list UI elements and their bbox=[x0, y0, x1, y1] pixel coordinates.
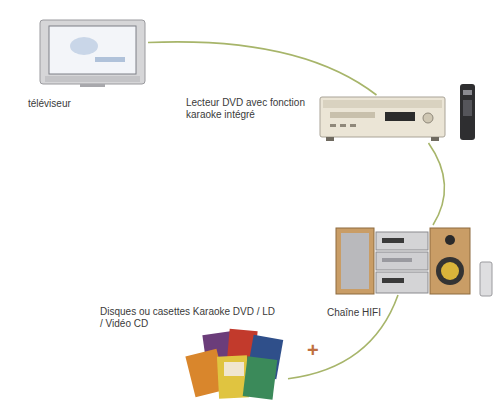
device-label: Disques ou casettes Karaoke DVD / LD / V… bbox=[100, 306, 280, 330]
dvd-player bbox=[320, 84, 475, 141]
left-speaker bbox=[336, 228, 374, 294]
dvd-foot bbox=[431, 137, 439, 141]
device-node: Disques ou casettes Karaoke DVD / LD / V… bbox=[188, 330, 288, 405]
tv-screen bbox=[49, 26, 136, 74]
device-node: Chaîne HIFI bbox=[335, 225, 475, 295]
dvd-tray bbox=[330, 112, 375, 118]
screen-figure bbox=[70, 37, 98, 55]
speaker-grille bbox=[341, 233, 369, 289]
dvd-foot bbox=[326, 137, 334, 141]
remote-buttons bbox=[463, 90, 472, 95]
tv-speaker-bar bbox=[45, 76, 140, 82]
cd-unit bbox=[376, 252, 428, 270]
connector-curve bbox=[429, 143, 445, 225]
dvd-button bbox=[350, 124, 356, 127]
dvd-display bbox=[385, 112, 415, 121]
tv-stand bbox=[80, 84, 105, 87]
unit-slot bbox=[382, 258, 412, 262]
right-speaker bbox=[430, 228, 470, 294]
unit-display bbox=[382, 278, 404, 283]
tweeter bbox=[445, 235, 455, 245]
device-label: téléviseur bbox=[28, 98, 118, 110]
device-label: Lecteur DVD avec fonction karaoke intégr… bbox=[186, 97, 318, 121]
device-node: téléviseur bbox=[38, 18, 148, 88]
device-label: Chaîne HIFI bbox=[327, 307, 417, 319]
amp-unit bbox=[376, 272, 428, 293]
woofer-cone bbox=[441, 262, 459, 280]
remote-buttons bbox=[463, 100, 472, 116]
dvd-remote bbox=[460, 84, 475, 140]
unit-display bbox=[382, 238, 404, 243]
screen-logo bbox=[95, 57, 125, 62]
hifi-system bbox=[336, 228, 492, 296]
device-node: Lecteur DVD avec fonction karaoke intégr… bbox=[318, 95, 448, 143]
dvd-top-edge bbox=[323, 100, 442, 108]
karaoke-discs bbox=[185, 329, 283, 400]
dvd-body bbox=[320, 97, 445, 137]
dvd-knob bbox=[423, 113, 433, 123]
dvd-button bbox=[330, 124, 336, 127]
woofer bbox=[436, 257, 464, 285]
cover-art bbox=[224, 362, 244, 376]
dvd-button bbox=[340, 124, 346, 127]
television bbox=[40, 20, 145, 87]
tuner-unit bbox=[376, 232, 428, 250]
hifi-remote bbox=[480, 262, 492, 296]
plus-sign: + bbox=[307, 340, 331, 360]
disc-case bbox=[243, 356, 278, 399]
tv-frame bbox=[40, 20, 145, 84]
connector-curve bbox=[148, 42, 377, 95]
